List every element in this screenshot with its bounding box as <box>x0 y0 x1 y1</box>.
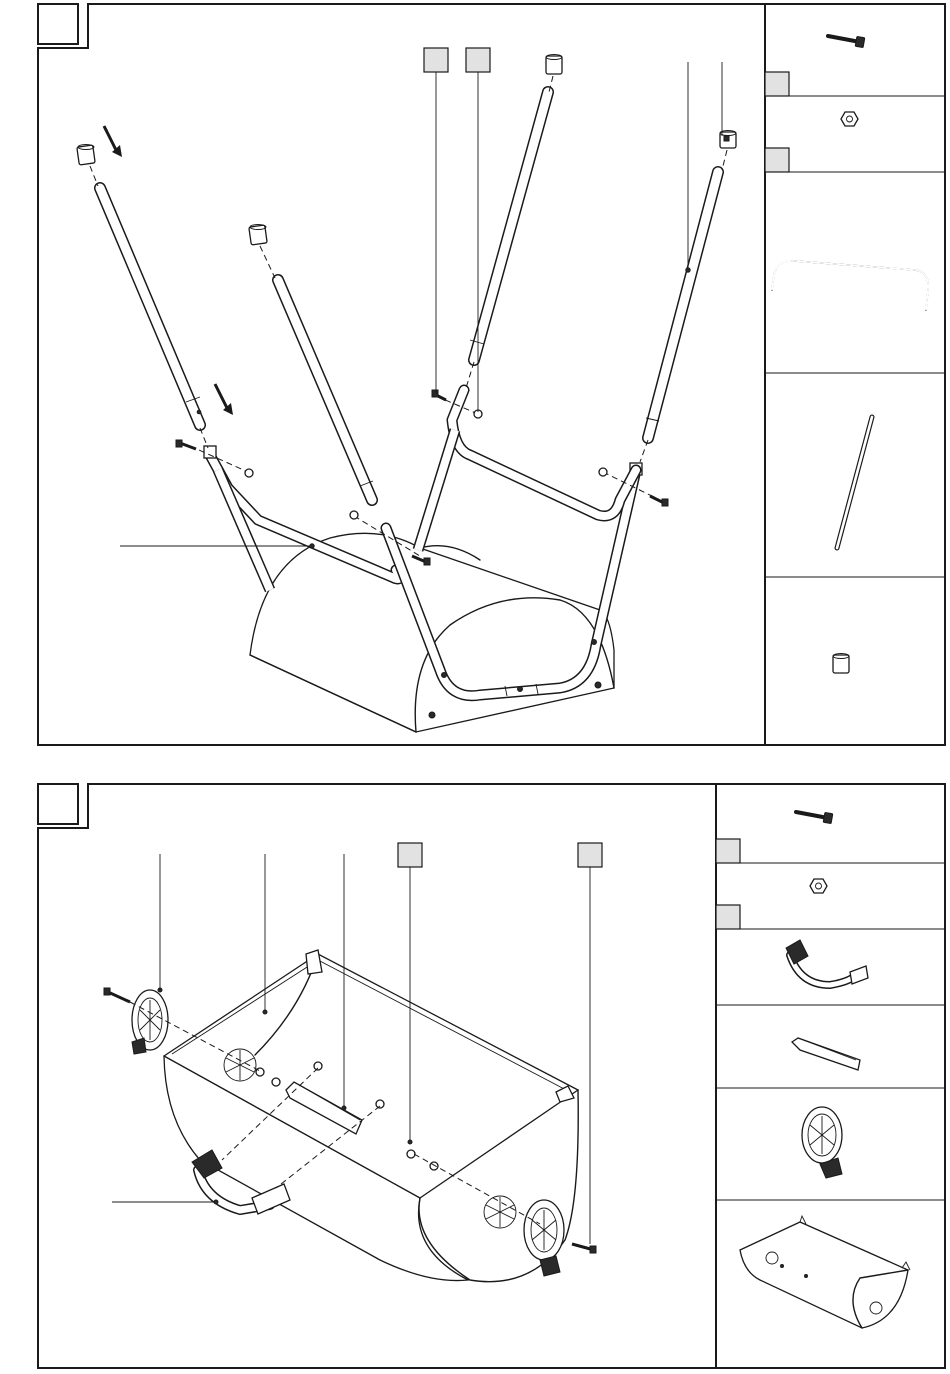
vent-wheel-icon <box>802 1107 842 1178</box>
nut-icon <box>407 1150 415 1158</box>
bolt-icon <box>572 1244 596 1253</box>
step-1-number-badge <box>38 4 78 44</box>
leg-cap <box>77 145 95 166</box>
callout-box <box>578 843 602 867</box>
step-1-panel <box>0 0 950 750</box>
nut-icon <box>245 469 253 477</box>
leg-cap-icon <box>833 654 849 674</box>
bolt-icon <box>796 812 833 824</box>
nut-icon <box>599 468 607 476</box>
step-1-parts-list <box>765 36 945 673</box>
leg-cap <box>249 225 267 246</box>
handle-icon <box>786 940 868 985</box>
nut-icon <box>430 1162 438 1170</box>
nut-icon <box>841 112 858 126</box>
vent-wheel-right <box>524 1200 564 1276</box>
nut-icon <box>350 511 358 519</box>
nut-icon <box>314 1062 322 1070</box>
step-2-parts-list <box>716 812 945 1328</box>
firebowl-assembly <box>164 950 578 1282</box>
direction-arrow-icon <box>104 126 122 157</box>
bolt-icon <box>650 496 668 506</box>
bolt-icon <box>176 440 196 449</box>
part-id-box <box>765 72 789 96</box>
bolt-icon <box>104 988 130 1002</box>
step-2-number-badge <box>38 784 78 824</box>
leg-tube-icon <box>837 417 872 548</box>
direction-arrow-icon <box>215 384 233 415</box>
part-id-box <box>716 839 740 863</box>
leg-tube-4 <box>646 172 718 438</box>
callout-box <box>466 48 490 72</box>
firebowl-icon <box>740 1216 910 1328</box>
bolt-icon <box>432 390 446 400</box>
callout-box <box>398 843 422 867</box>
callout-box <box>424 48 448 72</box>
leg-tube-2 <box>278 280 373 500</box>
step-1-diagram <box>0 0 950 750</box>
firebowl-inverted <box>250 533 614 732</box>
leg-cap <box>546 55 562 75</box>
leg-tube-1 <box>100 188 201 425</box>
bolt-icon <box>828 36 865 48</box>
vent-icon <box>484 1196 516 1228</box>
nut-icon <box>810 879 827 893</box>
part-id-box <box>765 148 789 172</box>
step-2-panel <box>0 780 950 1374</box>
leg-tube-3 <box>470 92 548 360</box>
bracket-icon <box>792 1038 860 1070</box>
vent-wheel-left <box>132 988 168 1054</box>
nut-icon <box>376 1100 384 1108</box>
step-2-diagram <box>0 780 950 1374</box>
nut-icon <box>272 1078 280 1086</box>
u-leg-frame-icon <box>772 261 928 310</box>
part-id-box <box>716 905 740 929</box>
